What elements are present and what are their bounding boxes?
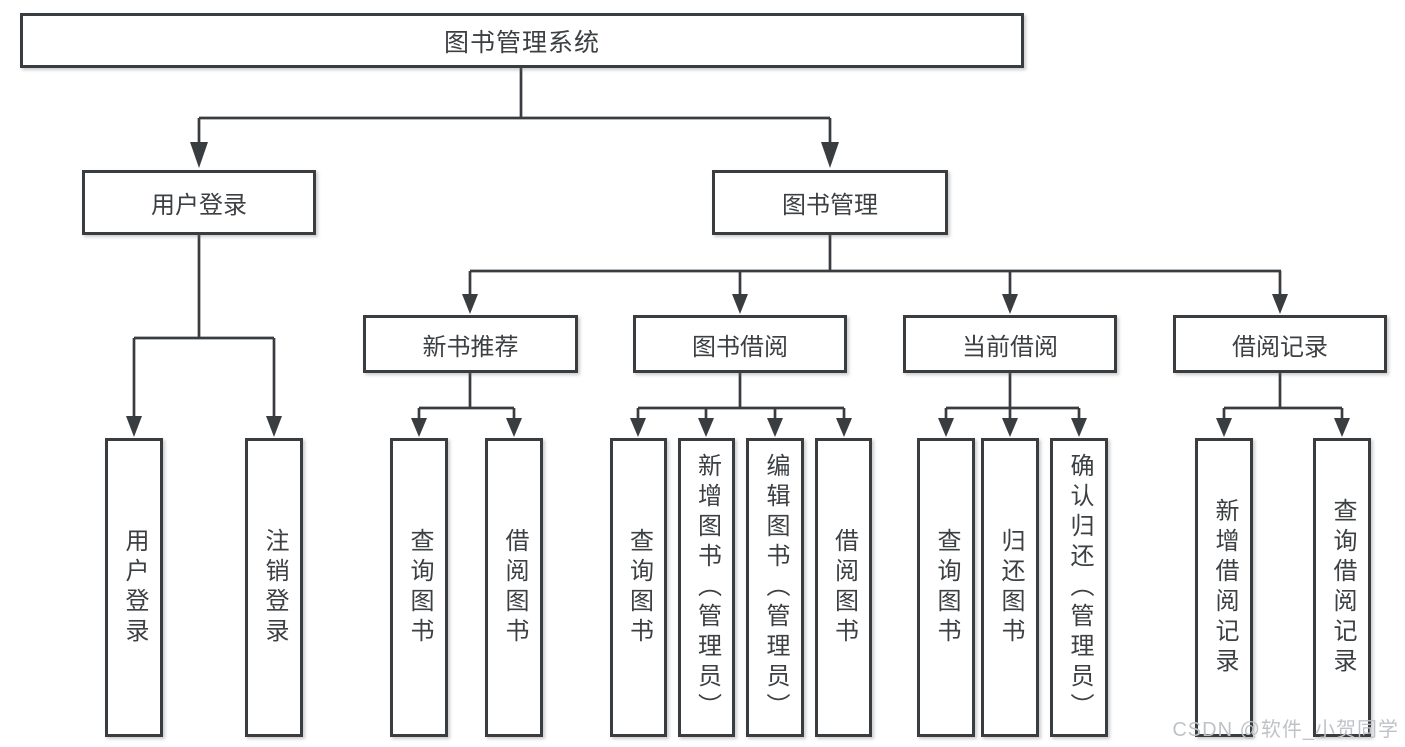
- leaf-borrow-books-borrow-label: 借阅图书: [830, 527, 858, 648]
- leaf-add-book-admin-label: 新增图书（管理员）: [693, 452, 721, 723]
- leaf-add-borrow-record: 新增借阅记录: [1195, 438, 1253, 737]
- leaf-query-books-recommend-label: 查询图书: [406, 527, 433, 648]
- leaf-query-books-recommend: 查询图书: [390, 438, 448, 737]
- leaf-query-books-borrow: 查询图书: [610, 438, 667, 737]
- leaf-logout-label: 注销登录: [261, 527, 288, 648]
- leaf-return-book: 归还图书: [981, 438, 1039, 737]
- leaf-user-login-label: 用户登录: [121, 527, 148, 648]
- connector-user-login-to-leaves: [126, 235, 282, 437]
- leaf-return-book-label: 归还图书: [997, 527, 1024, 648]
- node-root: 图书管理系统: [20, 13, 1024, 68]
- node-borrow-records-label: 借阅记录: [1232, 333, 1328, 361]
- node-root-label: 图书管理系统: [443, 28, 600, 57]
- leaf-borrow-books-recommend: 借阅图书: [485, 438, 543, 737]
- connector-new-book-to-leaves: [411, 373, 522, 437]
- leaf-user-login: 用户登录: [105, 438, 163, 737]
- connector-book-management-to-level3: [462, 235, 1288, 314]
- leaf-edit-book-admin-label: 编辑图书（管理员）: [762, 452, 789, 723]
- node-current-borrow-label: 当前借阅: [962, 333, 1058, 361]
- leaf-borrow-books-borrow: 借阅图书: [815, 438, 872, 737]
- leaf-query-books-borrow-label: 查询图书: [625, 527, 653, 648]
- node-current-borrow: 当前借阅: [903, 315, 1117, 373]
- leaf-add-borrow-record-label: 新增借阅记录: [1211, 497, 1238, 678]
- connector-current-borrow-to-leaves: [938, 373, 1087, 437]
- connector-book-borrow-to-leaves: [630, 373, 852, 437]
- leaf-add-book-admin: 新增图书（管理员）: [678, 438, 735, 737]
- leaf-logout: 注销登录: [245, 438, 303, 737]
- leaf-query-books-current: 查询图书: [917, 438, 975, 737]
- leaf-query-borrow-record: 查询借阅记录: [1313, 438, 1371, 737]
- leaf-query-books-current-label: 查询图书: [933, 527, 960, 648]
- node-user-login: 用户登录: [82, 170, 316, 235]
- node-user-login-label: 用户登录: [151, 192, 247, 219]
- leaf-borrow-books-recommend-label: 借阅图书: [501, 527, 528, 648]
- leaf-confirm-return-admin: 确认归还（管理员）: [1050, 438, 1108, 737]
- node-new-book-recommend: 新书推荐: [363, 315, 578, 373]
- leaf-edit-book-admin: 编辑图书（管理员）: [746, 438, 804, 737]
- connector-root-to-level2: [190, 68, 839, 168]
- connector-borrow-records-to-leaves: [1216, 373, 1350, 437]
- node-book-management: 图书管理: [712, 170, 948, 235]
- node-new-book-recommend-label: 新书推荐: [422, 333, 519, 361]
- watermark: CSDN @软件_小贺同学: [1172, 719, 1399, 741]
- leaf-confirm-return-admin-label: 确认归还（管理员）: [1066, 452, 1093, 723]
- node-borrow-records: 借阅记录: [1173, 315, 1387, 373]
- node-book-management-label: 图书管理: [782, 192, 878, 219]
- node-book-borrow-label: 图书借阅: [692, 333, 788, 361]
- node-book-borrow: 图书借阅: [633, 315, 847, 373]
- leaf-query-borrow-record-label: 查询借阅记录: [1329, 497, 1356, 678]
